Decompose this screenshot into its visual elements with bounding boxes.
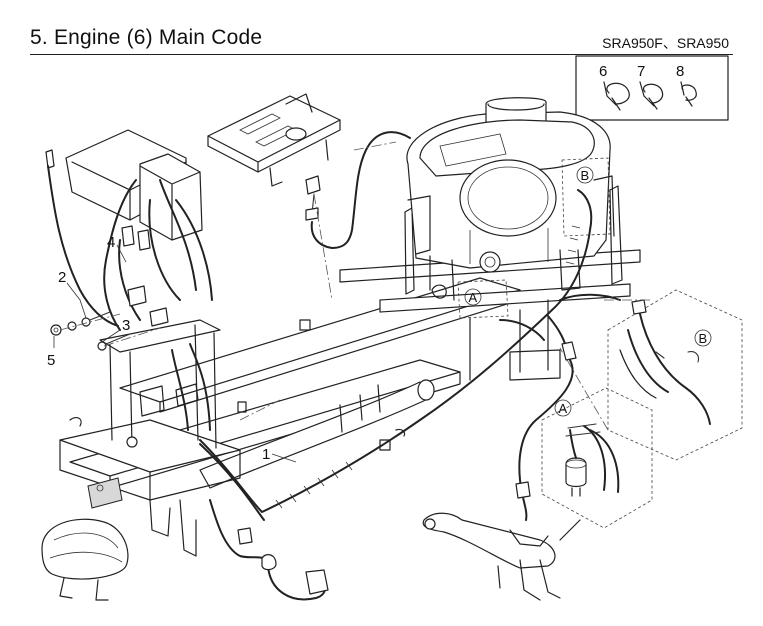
callout-4: 4 bbox=[107, 234, 115, 251]
clamp-6 bbox=[603, 81, 630, 111]
front-frame bbox=[59, 319, 241, 557]
detail-b-zone: B bbox=[561, 157, 611, 237]
callout-1-group: 1 bbox=[262, 446, 297, 463]
callout-5-group: 5 bbox=[47, 336, 55, 369]
callout-3-group: 3 bbox=[101, 317, 130, 343]
circled-b-inset: B bbox=[699, 331, 708, 346]
rear-wiring bbox=[422, 341, 581, 601]
callout-2-group: 2 bbox=[58, 269, 87, 319]
callout-7: 7 bbox=[637, 63, 645, 80]
detail-a-inset: A bbox=[541, 387, 653, 529]
detail-a-zone: A bbox=[457, 279, 509, 319]
callout-6: 6 bbox=[599, 63, 607, 80]
bottom-wire bbox=[209, 499, 329, 601]
circled-b-engine: B bbox=[581, 168, 590, 183]
callout-3: 3 bbox=[122, 317, 130, 334]
callout-2: 2 bbox=[58, 269, 66, 286]
engine bbox=[406, 97, 615, 301]
detail-b-inset: B bbox=[607, 289, 743, 461]
callout-1: 1 bbox=[262, 446, 270, 463]
assembly-leaders bbox=[59, 141, 650, 431]
seat-switch-wire bbox=[305, 131, 411, 249]
clamp-8 bbox=[680, 81, 697, 107]
battery-harness-area bbox=[45, 129, 213, 331]
clamp-inset: 6 7 8 bbox=[575, 55, 729, 121]
seat-bracket bbox=[207, 93, 341, 187]
title-rule bbox=[30, 54, 733, 55]
page-title: 5. Engine (6) Main Code bbox=[30, 26, 263, 49]
headlight bbox=[41, 518, 129, 601]
clamp-7 bbox=[639, 81, 664, 110]
callout-8: 8 bbox=[676, 63, 684, 80]
callout-4-group: 4 bbox=[107, 234, 127, 263]
model-code: SRA950F、SRA950 bbox=[602, 35, 729, 51]
circled-a-inset: A bbox=[559, 401, 568, 416]
callout-5: 5 bbox=[47, 352, 55, 369]
circled-a-engine: A bbox=[469, 290, 478, 305]
